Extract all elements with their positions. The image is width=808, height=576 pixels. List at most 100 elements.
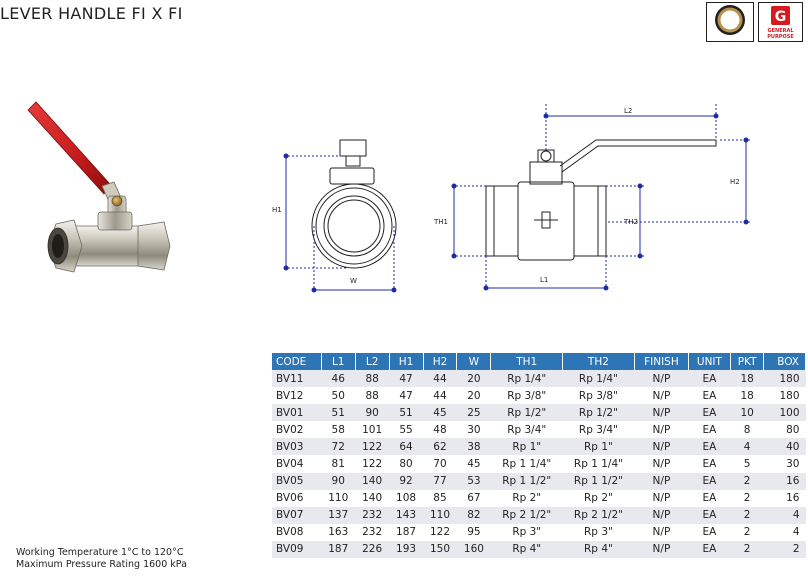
table-cell: 193 bbox=[389, 540, 424, 559]
table-cell: 30 bbox=[763, 455, 806, 473]
column-header: FINISH bbox=[634, 353, 690, 370]
column-header: PKT bbox=[730, 353, 765, 370]
table-cell: 108 bbox=[389, 489, 424, 507]
table-cell: Rp 1 1/2" bbox=[490, 472, 563, 490]
table-cell: 122 bbox=[355, 438, 390, 456]
table-cell: N/P bbox=[634, 489, 689, 507]
general-purpose-label-1: GENERAL bbox=[767, 28, 794, 34]
table-cell: Rp 2" bbox=[562, 489, 635, 507]
table-cell: EA bbox=[688, 455, 731, 473]
table-cell: 143 bbox=[389, 506, 424, 524]
table-cell: N/P bbox=[634, 404, 689, 422]
side-view bbox=[485, 139, 717, 261]
table-cell: N/P bbox=[634, 455, 689, 473]
table-cell: 2 bbox=[730, 506, 764, 524]
table-cell: 140 bbox=[355, 472, 390, 490]
table-cell: N/P bbox=[634, 370, 689, 388]
table-cell: 46 bbox=[321, 370, 356, 388]
table-cell: N/P bbox=[634, 540, 689, 559]
table-cell: EA bbox=[688, 438, 731, 456]
table-cell: BV05 bbox=[272, 472, 322, 490]
table-cell: 80 bbox=[389, 455, 424, 473]
operating-notes: Working Temperature 1°C to 120°C Maximum… bbox=[16, 547, 187, 571]
table-cell: 8 bbox=[730, 421, 764, 439]
max-pressure-note: Maximum Pressure Rating 1600 kPa bbox=[16, 559, 187, 570]
general-purpose-badge: G GENERAL PURPOSE bbox=[758, 2, 803, 42]
table-cell: 72 bbox=[321, 438, 356, 456]
table-cell: EA bbox=[688, 506, 731, 524]
table-cell: Rp 4" bbox=[562, 540, 635, 559]
table-cell: 58 bbox=[321, 421, 356, 439]
table-cell: 88 bbox=[355, 387, 390, 405]
table-cell: 45 bbox=[456, 455, 491, 473]
table-cell: 20 bbox=[456, 387, 491, 405]
table-cell: Rp 3/8" bbox=[562, 387, 635, 405]
table-cell: 4 bbox=[763, 523, 806, 541]
column-header: BOX bbox=[763, 353, 806, 370]
column-header: UNIT bbox=[688, 353, 731, 370]
l1-label: L1 bbox=[540, 276, 548, 284]
table-cell: 30 bbox=[456, 421, 491, 439]
table-cell: Rp 2 1/2" bbox=[490, 506, 563, 524]
table-cell: EA bbox=[688, 523, 731, 541]
table-cell: 51 bbox=[389, 404, 424, 422]
table-cell: Rp 1 1/4" bbox=[490, 455, 563, 473]
table-cell: 25 bbox=[456, 404, 491, 422]
table-cell: BV11 bbox=[272, 370, 322, 388]
working-temperature-note: Working Temperature 1°C to 120°C bbox=[16, 547, 184, 558]
table-cell: EA bbox=[688, 370, 731, 388]
ball-valve-product-image bbox=[27, 101, 171, 273]
table-cell: 160 bbox=[456, 540, 491, 559]
table-cell: 47 bbox=[389, 370, 424, 388]
spec-table: CODE L1 L2 H1 H2 W TH1 TH2 FINISH UNIT P… bbox=[272, 353, 806, 559]
table-cell: BV07 bbox=[272, 506, 322, 524]
table-cell: 2 bbox=[730, 472, 764, 490]
table-cell: 50 bbox=[321, 387, 356, 405]
table-cell: 2 bbox=[730, 489, 764, 507]
table-cell: BV04 bbox=[272, 455, 322, 473]
table-cell: 232 bbox=[355, 523, 390, 541]
table-cell: BV02 bbox=[272, 421, 322, 439]
table-cell: 81 bbox=[321, 455, 356, 473]
table-cell: BV03 bbox=[272, 438, 322, 456]
table-cell: 92 bbox=[389, 472, 424, 490]
table-cell: 137 bbox=[321, 506, 356, 524]
table-cell: N/P bbox=[634, 387, 689, 405]
full-bore-badge: FULL BORE bbox=[706, 2, 754, 42]
table-cell: Rp 4" bbox=[490, 540, 563, 559]
table-cell: 95 bbox=[456, 523, 491, 541]
th1-label: TH1 bbox=[433, 218, 448, 226]
l2-label: L2 bbox=[624, 107, 632, 115]
table-cell: BV06 bbox=[272, 489, 322, 507]
table-cell: 180 bbox=[763, 370, 806, 388]
table-cell: BV08 bbox=[272, 523, 322, 541]
table-cell: 110 bbox=[321, 489, 356, 507]
table-cell: BV12 bbox=[272, 387, 322, 405]
table-cell: Rp 1 1/2" bbox=[562, 472, 635, 490]
table-cell: 20 bbox=[456, 370, 491, 388]
table-cell: Rp 1" bbox=[562, 438, 635, 456]
table-cell: 80 bbox=[763, 421, 806, 439]
table-cell: Rp 1/2" bbox=[562, 404, 635, 422]
table-cell: 4 bbox=[763, 506, 806, 524]
table-cell: 4 bbox=[730, 438, 764, 456]
table-cell: N/P bbox=[634, 421, 689, 439]
table-cell: 110 bbox=[423, 506, 457, 524]
table-cell: Rp 1 1/4" bbox=[562, 455, 635, 473]
table-cell: 77 bbox=[423, 472, 457, 490]
table-cell: Rp 1" bbox=[490, 438, 563, 456]
table-cell: Rp 1/2" bbox=[490, 404, 563, 422]
table-cell: EA bbox=[688, 404, 731, 422]
table-cell: 163 bbox=[321, 523, 356, 541]
table-cell: 140 bbox=[355, 489, 390, 507]
table-cell: 40 bbox=[763, 438, 806, 456]
table-cell: 44 bbox=[423, 387, 457, 405]
table-cell: 18 bbox=[730, 370, 764, 388]
table-cell: N/P bbox=[634, 506, 689, 524]
column-header: H2 bbox=[423, 353, 458, 370]
